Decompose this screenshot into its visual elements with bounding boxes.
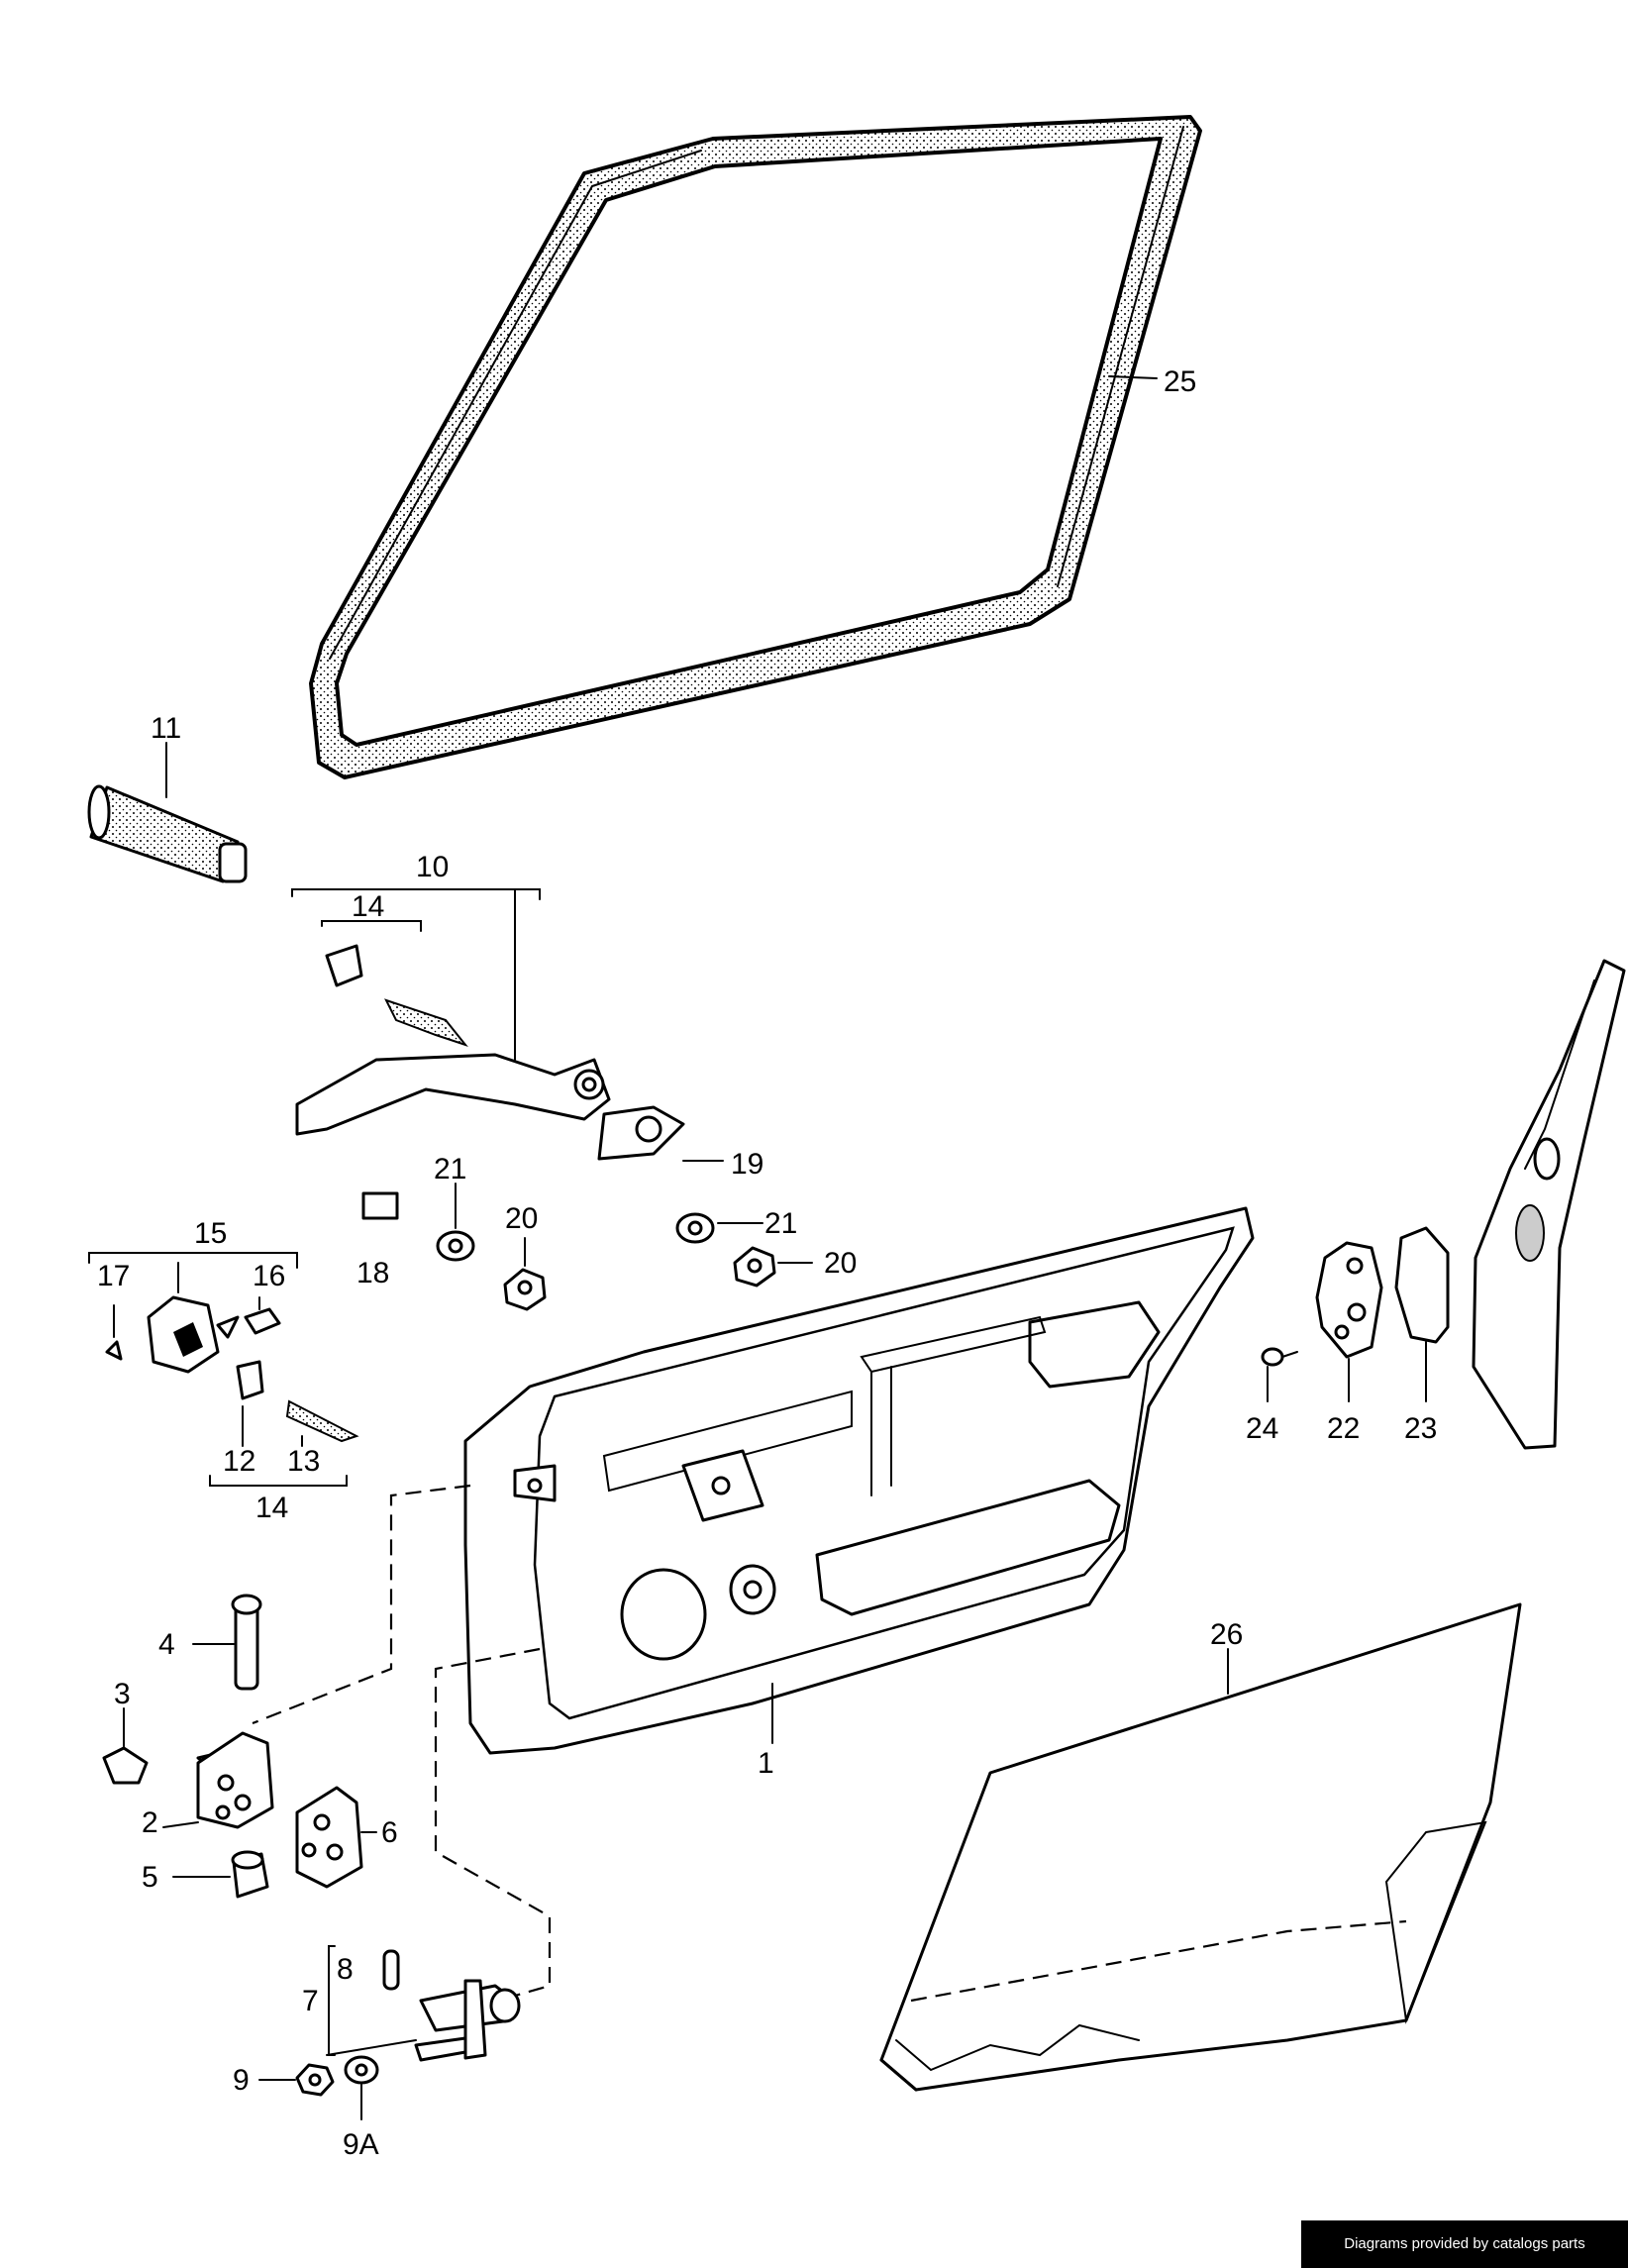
callout-9: 9 [233, 2064, 250, 2097]
lock-cylinder-assembly-part-15 [88, 1252, 359, 1487]
callout-18: 18 [356, 1257, 389, 1289]
callout-3: 3 [114, 1678, 131, 1710]
callout-21-right: 21 [764, 1207, 797, 1240]
callout-13: 13 [287, 1445, 320, 1478]
callout-2: 2 [142, 1806, 158, 1839]
small-fasteners-18-20-21 [361, 1183, 813, 1311]
callout-22: 22 [1327, 1412, 1360, 1445]
callout-15: 15 [194, 1217, 227, 1250]
callout-11: 11 [151, 712, 181, 745]
door-trim-panel-part-26 [879, 1602, 1522, 2092]
callout-1: 1 [758, 1747, 774, 1780]
striker-plates-22-24 [1261, 1226, 1450, 1402]
door-shell-part-1 [463, 1206, 1255, 1755]
callout-labels: 1 2 3 4 5 6 7 8 9 9A 10 11 12 13 14 14 1… [97, 365, 1437, 2161]
callout-4: 4 [158, 1628, 175, 1661]
door-seal-part-25 [309, 115, 1202, 779]
pillar-panel [1472, 959, 1626, 1450]
callout-12: 12 [223, 1445, 255, 1478]
callout-5: 5 [142, 1861, 158, 1894]
door-check-parts-7-9a [258, 1945, 521, 2120]
callout-20-left: 20 [505, 1202, 538, 1235]
callout-25: 25 [1164, 365, 1196, 398]
callout-8: 8 [337, 1953, 354, 1986]
callout-23: 23 [1404, 1412, 1437, 1445]
callout-14-upper: 14 [352, 890, 384, 923]
sealant-tube-part-11 [87, 742, 248, 883]
callout-24: 24 [1246, 1412, 1278, 1445]
callout-10: 10 [416, 851, 449, 883]
callout-14-lower: 14 [255, 1492, 288, 1524]
hinge-parts-2-6 [102, 1594, 377, 1899]
callout-20-right: 20 [824, 1247, 857, 1280]
callout-26: 26 [1210, 1618, 1243, 1651]
credit-banner: Diagrams provided by catalogs parts [1301, 2220, 1628, 2268]
callout-17: 17 [97, 1260, 130, 1292]
dashed-leader-lines [252, 1484, 552, 1998]
callout-19: 19 [731, 1148, 763, 1181]
callout-6: 6 [381, 1816, 398, 1849]
callout-9a: 9A [343, 2128, 379, 2161]
callout-16: 16 [253, 1260, 285, 1292]
callout-21-left: 21 [434, 1153, 466, 1186]
callout-7: 7 [302, 1985, 319, 2017]
outer-door-handle-part-10 [291, 888, 724, 1162]
